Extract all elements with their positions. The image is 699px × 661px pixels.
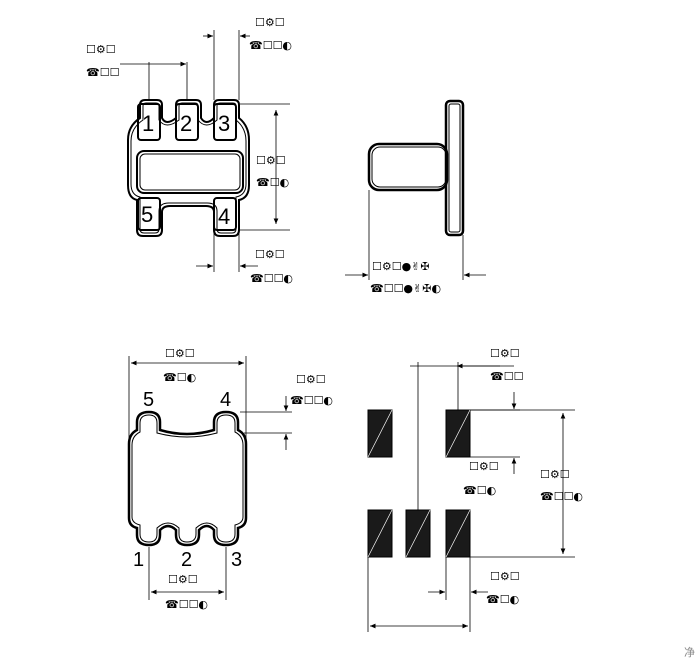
pad [445,509,471,558]
dim-2-label: ☐⚙☐ [255,16,285,29]
side-view-body [367,142,449,192]
dim-2-value: ☎☐☐◐ [249,39,292,52]
top-view-body-inner [130,102,247,234]
dim-5-label: ☐⚙☐●✌✠ [372,260,430,273]
bottom-view-pin-4: 4 [220,389,231,411]
dim-7-label: ☐⚙☐ [296,373,326,386]
corner-watermark: 净 [684,645,695,659]
dim-9-value: ☎☐☐ [490,370,523,383]
top-view-window [136,150,244,194]
top-view-pin-2: 2 [180,111,192,136]
dim-6-value: ☎☐◐ [163,371,196,384]
dim-1-label: ☐⚙☐ [86,43,116,56]
dim-9-label: ☐⚙☐ [490,347,520,360]
pad [367,409,393,458]
dim-1-value: ☎☐☐ [86,66,119,79]
bottom-view [127,356,292,600]
bottom-view-body-outline [127,410,248,547]
dim-12-value: ☎☐◐ [486,593,519,606]
pad [445,409,471,458]
dim-3-label: ☐⚙☐ [256,154,286,167]
top-view-pin-1: 1 [142,111,154,136]
top-view-dimensions [120,30,290,272]
dim-5-value: ☎☐☐●✌✠◐ [370,282,441,295]
land-pattern [367,409,471,558]
dim-11-label: ☐⚙☐ [540,468,570,481]
pad [405,509,431,558]
dim-11-value: ☎☐☐◐ [540,490,583,503]
dim-4-label: ☐⚙☐ [255,248,285,261]
bottom-view-pin-2: 2 [181,549,192,571]
dim-7-value: ☎☐☐◐ [290,394,333,407]
top-view-pin-5: 5 [141,202,153,227]
top-view [127,99,250,237]
dim-8-value: ☎☐☐◐ [165,598,208,611]
bottom-view-pin-3: 3 [231,549,242,571]
dim-3-value: ☎☐◐ [256,176,289,189]
bottom-view-body-inner [131,414,244,543]
dim-6-label: ☐⚙☐ [165,347,195,360]
side-view [345,99,486,280]
pad [367,509,393,558]
dim-12-label: ☐⚙☐ [490,570,520,583]
dim-10-value: ☎☐◐ [463,484,496,497]
dim-8-label: ☐⚙☐ [168,573,198,586]
dim-4-value: ☎☐☐◐ [250,272,293,285]
dim-10-label: ☐⚙☐ [469,460,499,473]
land-pattern-dimensions [367,362,575,632]
bottom-view-pin-5: 5 [143,389,154,411]
top-view-pin-4: 4 [218,204,230,229]
top-view-pin-3: 3 [218,111,230,136]
bottom-view-pin-1: 1 [133,549,144,571]
